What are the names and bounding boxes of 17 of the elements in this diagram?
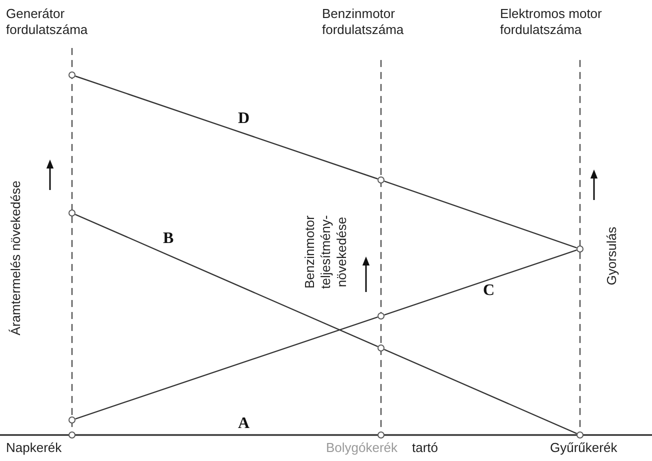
axis-caption: Gyorsulás xyxy=(604,226,620,288)
line-segment xyxy=(76,434,378,436)
scale-label: Benzinmotor fordulatszáma xyxy=(322,6,405,38)
scale-label: Napkerék xyxy=(6,440,63,456)
line-segment xyxy=(74,214,378,348)
scale-label: Elektromos motor fordulatszáma xyxy=(500,6,603,38)
line-segment xyxy=(384,348,578,434)
line-segment xyxy=(384,250,577,316)
scale-label: tartó xyxy=(412,440,440,456)
line-segment xyxy=(384,434,576,436)
scale-label: Generátor fordulatszáma xyxy=(6,6,89,38)
line-segment xyxy=(384,180,577,248)
scale-label: Gyűrűkerék xyxy=(550,440,618,456)
line-segment xyxy=(75,76,378,180)
line-segment xyxy=(75,316,378,420)
axis-caption: Áramtermelés növekedése xyxy=(8,180,24,338)
axis-caption: Benzinmotor teljesítmény- növekedése xyxy=(302,214,350,291)
